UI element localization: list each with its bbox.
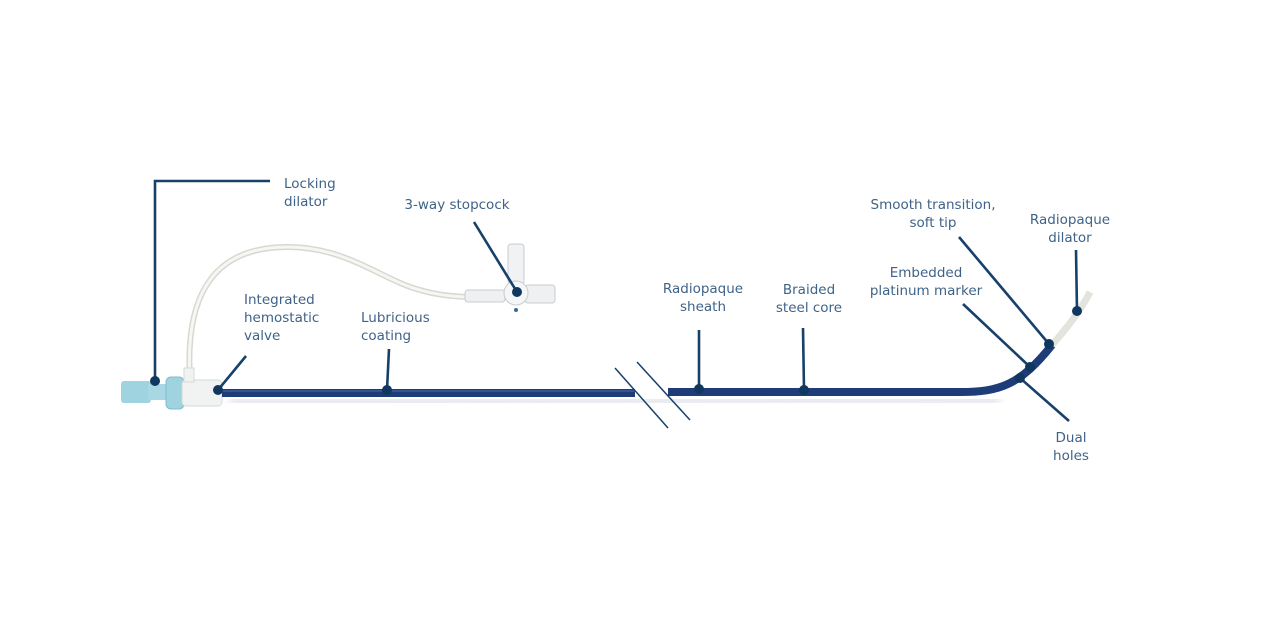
callout-radiopaque-sheath: Radiopaque sheath [663,281,743,394]
label-line: dilator [1048,230,1092,246]
label-line: soft tip [909,215,956,231]
label-line: platinum marker [870,283,983,299]
label-line: holes [1053,448,1089,464]
label-line: hemostatic [244,310,319,326]
label-line: 3-way stopcock [404,197,509,213]
callout-soft-tip: Smooth transition, soft tip [871,197,1054,349]
catheter-shadow [229,395,1001,407]
label-line: steel core [776,300,842,316]
break-mark-right [636,361,691,421]
callout-dual-holes: Dual holes [1015,373,1089,464]
callout-braided-core: Braided steel core [776,282,842,395]
label-line: Braided [783,282,835,298]
svg-text:3-way stopcock: 3-way stopcock [404,197,509,213]
callout-radiopaque-dilator: Radiopaque dilator [1030,212,1110,316]
label-line: sheath [680,299,726,315]
label-line: Locking [284,176,336,192]
label-line: Radiopaque [663,281,743,297]
callout-stopcock: 3-way stopcock [404,197,522,297]
catheter-body [222,290,1094,429]
label-line: valve [244,328,280,344]
side-tube [186,243,476,381]
stopcock [464,243,556,312]
label-line: Integrated [244,292,315,308]
svg-text:Smooth transition,soft tip: Smooth transition, soft tip [871,197,996,231]
label-line: Lubricious [361,310,430,326]
callout-hemostatic-valve: Integrated hemostatic valve [213,292,319,395]
label-line: Radiopaque [1030,212,1110,228]
callout-locking-dilator: Locking dilator [150,176,336,386]
label-line: Smooth transition, [871,197,996,213]
label-line: Embedded [890,265,963,281]
hub [121,367,223,410]
break-mark-left [614,367,669,429]
callout-lubricious-coating: Lubricious coating [361,310,430,395]
label-line: dilator [284,194,328,210]
callout-platinum-marker: Embedded platinum marker [870,265,1035,372]
label-line: coating [361,328,411,344]
label-line: Dual [1056,430,1087,446]
